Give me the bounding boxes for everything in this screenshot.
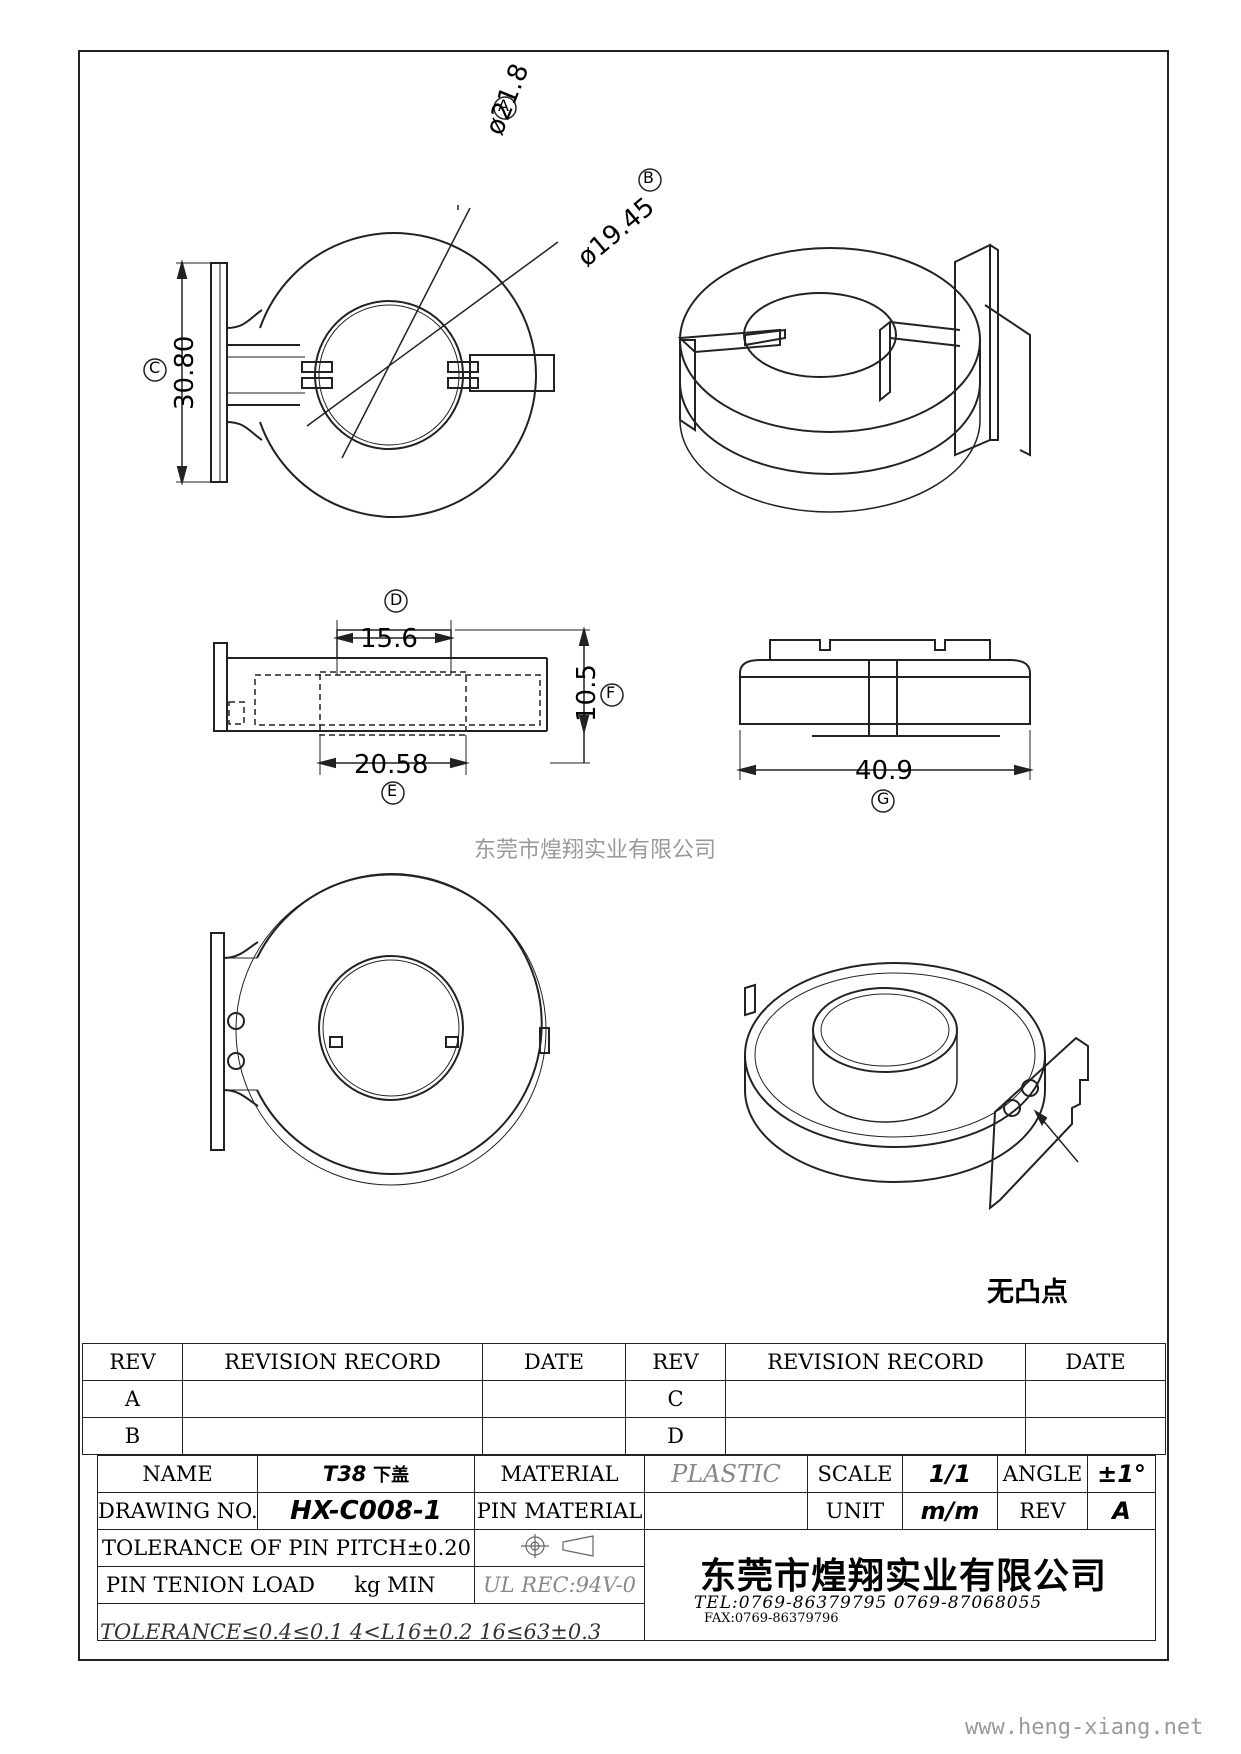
- side-section-view: [213, 589, 624, 805]
- dimension-g-value: 40.9: [855, 756, 913, 786]
- date-cell: [1025, 1380, 1166, 1418]
- tolerance-line-cell: [97, 1603, 645, 1641]
- pin-tension-label: PIN TENION LOAD: [106, 1573, 315, 1597]
- general-tolerance: TOLERANCE≤0.4≤0.1 4<L16±0.2 16≤63±0.3: [100, 1620, 602, 1644]
- rev-header-2: REV: [625, 1343, 726, 1381]
- projection-symbol-icon: [520, 1533, 594, 1558]
- scale-value: 1/1: [902, 1455, 998, 1493]
- revision-record-cell: [725, 1417, 1026, 1455]
- drawing-no-value: HX-C008-1: [257, 1492, 475, 1530]
- dimension-d-label: D: [390, 590, 403, 609]
- bottom-view: [210, 873, 550, 1186]
- material-value: PLASTIC: [644, 1455, 808, 1493]
- callout-note: 无凸点: [987, 1277, 1068, 1308]
- dimension-f: 10.5: [572, 664, 602, 722]
- pin-tension-unit: kg MIN: [354, 1573, 436, 1597]
- dimension-e-value: 20.58: [354, 750, 429, 780]
- date-header-2: DATE: [1025, 1343, 1166, 1381]
- date-header-1: DATE: [482, 1343, 626, 1381]
- angle-label: ANGLE: [997, 1455, 1088, 1493]
- dimension-f-label: F: [606, 683, 616, 702]
- revision-table: REV REVISION RECORD DATE REV REVISION RE…: [82, 1343, 1166, 1455]
- ul-rec: UL REC:94V-0: [474, 1566, 645, 1604]
- rev-cell: B: [82, 1417, 183, 1455]
- company-block: [644, 1529, 1156, 1641]
- dimension-f-value: 10.5: [572, 664, 602, 722]
- revision-record-cell: [725, 1380, 1026, 1418]
- rev-header-1: REV: [82, 1343, 183, 1381]
- drawing-no-label: DRAWING NO.: [97, 1492, 258, 1530]
- company-watermark: 东莞市煌翔实业有限公司: [474, 838, 717, 863]
- dimension-d: 15.6: [360, 624, 418, 654]
- name-value: T38 下盖: [257, 1455, 475, 1493]
- name-label: NAME: [97, 1455, 258, 1493]
- dimension-g-label: G: [877, 789, 890, 808]
- company-name: 东莞市煌翔实业有限公司: [700, 1556, 1108, 1597]
- dimension-c-value: 30.80: [170, 335, 200, 410]
- revision-record-cell: [182, 1380, 483, 1418]
- tolerance-pin-pitch: TOLERANCE OF PIN PITCH±0.20: [97, 1529, 475, 1567]
- website-url: www.heng-xiang.net: [965, 1715, 1204, 1740]
- dimension-c-label: C: [149, 358, 161, 377]
- rev-cell: C: [625, 1380, 726, 1418]
- dimension-b-label: B: [643, 168, 654, 187]
- date-cell: [1025, 1417, 1166, 1455]
- drawing-frame: [78, 50, 1169, 1661]
- pin-tension-cell: PIN TENION LOAD kg MIN: [97, 1566, 475, 1604]
- dimension-a-label: A: [498, 96, 509, 115]
- rev-value: A: [1087, 1492, 1156, 1530]
- isometric-view-bottom: [744, 962, 1089, 1211]
- date-cell: [482, 1417, 626, 1455]
- dimension-e-label: E: [387, 781, 398, 800]
- revision-record-header-1: REVISION RECORD: [182, 1343, 483, 1381]
- front-view: [736, 639, 1034, 813]
- projection-symbol: [474, 1529, 645, 1567]
- dimension-c: 30.80: [170, 336, 200, 410]
- dimension-e: 20.58: [354, 750, 428, 780]
- date-cell: [482, 1380, 626, 1418]
- unit-value: m/m: [902, 1492, 998, 1530]
- isometric-view-top: [677, 243, 1031, 513]
- rev-cell: A: [82, 1380, 183, 1418]
- angle-value: ±1°: [1087, 1455, 1156, 1493]
- material-label: MATERIAL: [474, 1455, 645, 1493]
- rev-cell: D: [625, 1417, 726, 1455]
- revision-record-header-2: REVISION RECORD: [725, 1343, 1026, 1381]
- dimension-d-value: 15.6: [360, 624, 418, 654]
- pin-material-value: [644, 1492, 808, 1530]
- rev-label: REV: [997, 1492, 1088, 1530]
- revision-record-cell: [182, 1417, 483, 1455]
- dimension-g: 40.9: [855, 756, 913, 786]
- pin-material-label: PIN MATERIAL: [474, 1492, 645, 1530]
- unit-label: UNIT: [807, 1492, 903, 1530]
- company-fax: FAX:0769-86379796: [704, 1611, 839, 1626]
- top-view: [143, 96, 662, 518]
- title-block: NAME T38 下盖 MATERIAL PLASTIC SCALE 1/1 A…: [97, 1455, 1156, 1641]
- scale-label: SCALE: [807, 1455, 903, 1493]
- company-tel: TEL:0769-86379795 0769-87068055: [694, 1593, 1043, 1613]
